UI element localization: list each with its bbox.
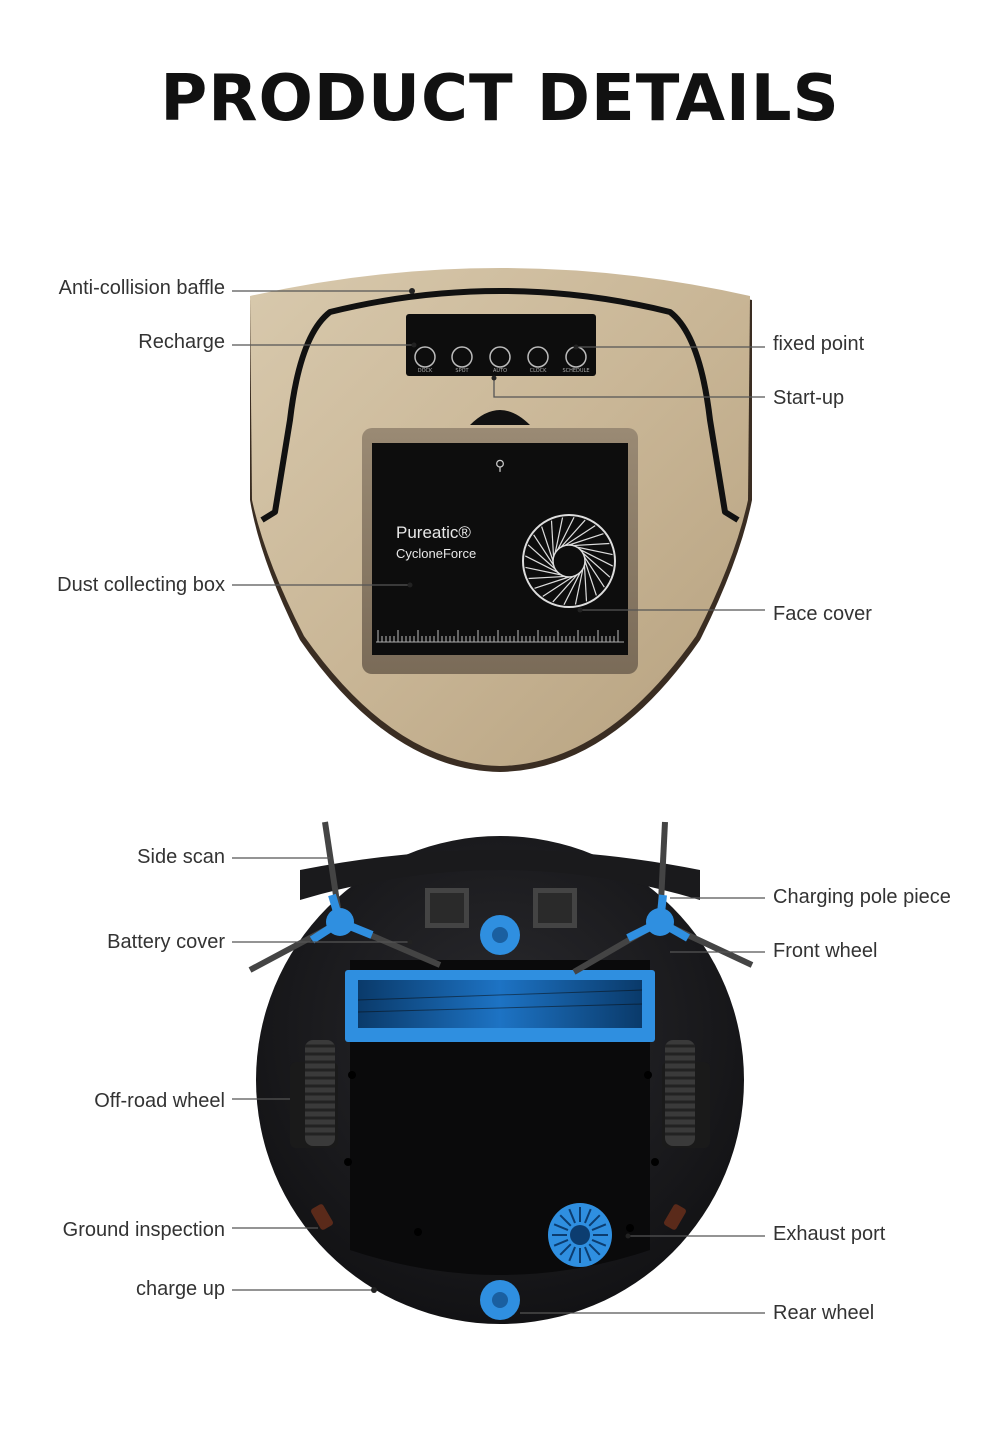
- button-label-auto: AUTO: [493, 368, 507, 374]
- left-off-road-wheel: [290, 1040, 338, 1148]
- label-recharge: Recharge: [138, 331, 225, 353]
- ground-sensor-left: [311, 1204, 333, 1230]
- model-name: CycloneForce: [396, 546, 476, 561]
- button-label-schedule: SCHEDULE: [562, 368, 589, 374]
- left-side-brush: [248, 821, 442, 973]
- bottom-robot: [248, 821, 754, 1324]
- anti-collision-baffle: [260, 288, 740, 523]
- button-label-spot: SPOT: [455, 368, 469, 374]
- lift-icon: ⚲: [495, 457, 505, 473]
- label-anti-collision-baffle: Anti-collision baffle: [58, 277, 225, 299]
- label-fixed-point: fixed point: [773, 333, 865, 355]
- label-dust-collecting-box: Dust collecting box: [57, 574, 225, 596]
- ruler-ticks: [377, 630, 619, 642]
- right-side-brush: [572, 821, 754, 975]
- label-battery-cover: Battery cover: [107, 931, 225, 953]
- brand-name: Pureatic®: [396, 523, 471, 542]
- label-rear-wheel: Rear wheel: [773, 1302, 875, 1324]
- button-label-clock: CLOCK: [530, 368, 548, 374]
- control-buttons: [414, 346, 587, 368]
- label-face-cover: Face cover: [773, 603, 872, 625]
- control-panel: [406, 314, 596, 376]
- button-label-dock: DOCK: [418, 368, 433, 374]
- label-start-up: Start-up: [773, 387, 845, 409]
- label-exhaust-port: Exhaust port: [773, 1223, 886, 1245]
- top-leader-lines: [232, 288, 765, 613]
- label-charge-up: charge up: [136, 1278, 225, 1300]
- cyclone-fan-icon: [522, 514, 616, 608]
- bottom-leader-lines: [232, 857, 765, 1314]
- label-front-wheel: Front wheel: [773, 940, 878, 962]
- label-charging-pole-piece: Charging pole piece: [773, 886, 951, 908]
- label-off-road-wheel: Off-road wheel: [94, 1090, 225, 1112]
- top-robot: DOCK SPOT AUTO CLOCK SCHEDULE ⚲ Pureatic…: [250, 268, 752, 772]
- page-title: PRODUCT DETAILS: [160, 62, 840, 136]
- exhaust-port: [548, 1203, 612, 1267]
- ground-sensor-right: [664, 1204, 686, 1230]
- label-ground-inspection: Ground inspection: [62, 1219, 225, 1241]
- label-side-scan: Side scan: [137, 846, 225, 868]
- main-brush: [358, 980, 642, 1028]
- right-off-road-wheel: [662, 1040, 710, 1148]
